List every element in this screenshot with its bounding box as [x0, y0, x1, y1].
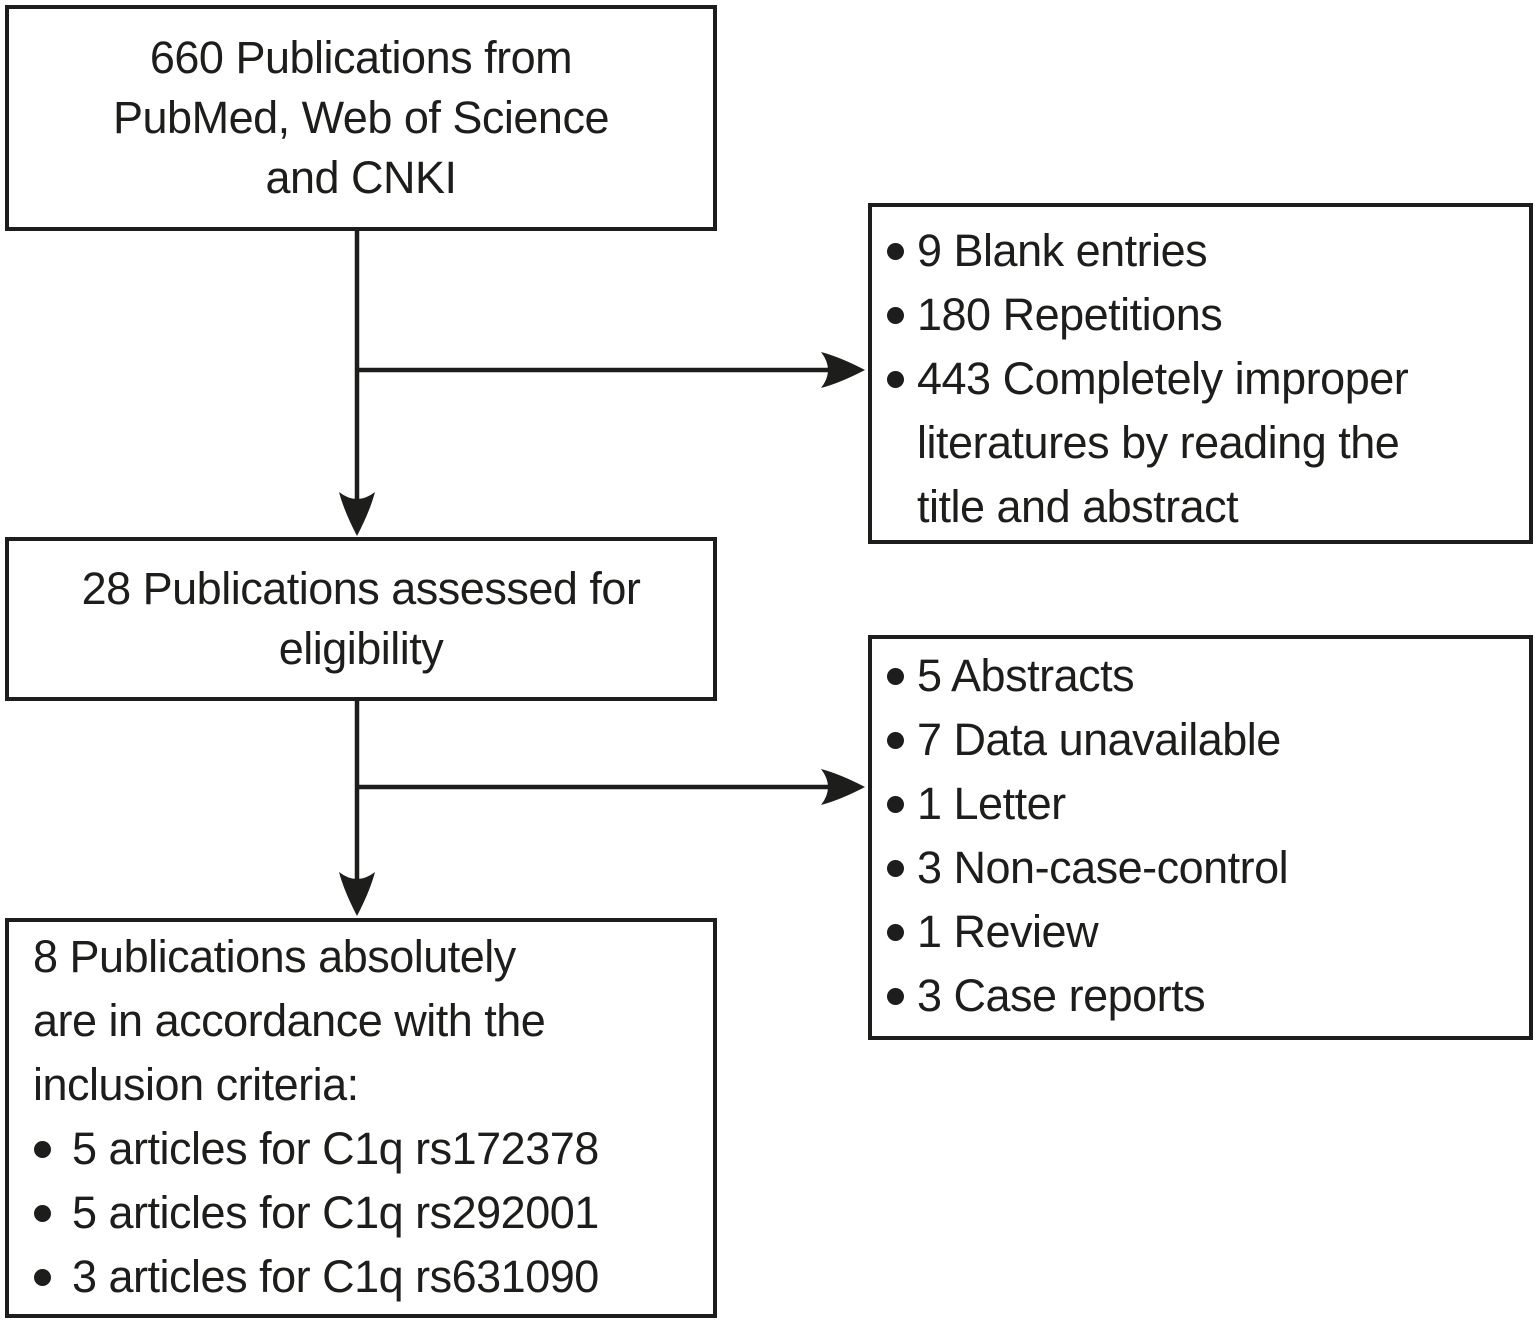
- list-item-label: 1 Review: [917, 906, 1099, 957]
- arrow-down-icon: [339, 492, 375, 536]
- list-item-label: 5 Abstracts: [917, 650, 1135, 701]
- list-item-label: 3 Case reports: [917, 970, 1206, 1021]
- list-item-label: 3 articles for C1q rs631090: [72, 1251, 599, 1302]
- list-item: 3 Case reports: [872, 964, 1523, 1028]
- list-item-label: 9 Blank entries: [917, 225, 1208, 276]
- list-item-label: 443 Completely improper literatures by r…: [917, 353, 1409, 532]
- list-item-label: 1 Letter: [917, 778, 1066, 829]
- list-item: 3 Non-case-control: [872, 836, 1523, 900]
- bullet-icon: [887, 371, 904, 388]
- box-source-line: PubMed, Web of Science: [113, 92, 609, 143]
- list-item: 180 Repetitions: [872, 283, 1523, 347]
- bullet-icon: [887, 732, 904, 749]
- excluded-initial-list: 9 Blank entries 180 Repetitions 443 Comp…: [872, 219, 1523, 539]
- list-item-label: 3 Non-case-control: [917, 842, 1289, 893]
- list-item-label: 5 articles for C1q rs172378: [72, 1123, 599, 1174]
- included-intro-line: 8 Publications absolutely: [33, 931, 516, 982]
- box-source-line: and CNKI: [265, 152, 457, 203]
- arrow-right-icon: [821, 769, 865, 805]
- bullet-icon: [887, 924, 904, 941]
- bullet-icon: [887, 668, 904, 685]
- list-item: 1 Letter: [872, 772, 1523, 836]
- list-item: 7 Data unavailable: [872, 708, 1523, 772]
- list-item-label: 7 Data unavailable: [917, 714, 1281, 765]
- list-item: 3 articles for C1q rs631090: [33, 1245, 705, 1309]
- box-assessed-line: eligibility: [278, 623, 444, 674]
- list-item: 5 articles for C1q rs292001: [33, 1181, 705, 1245]
- box-excluded-eligibility: 5 Abstracts 7 Data unavailable 1 Letter …: [868, 635, 1533, 1040]
- box-assessed-eligibility: 28 Publications assessed for eligibility: [5, 537, 717, 701]
- list-item-label: 5 articles for C1q rs292001: [72, 1187, 599, 1238]
- bullet-icon: [34, 1205, 51, 1222]
- excluded-eligibility-list: 5 Abstracts 7 Data unavailable 1 Letter …: [872, 644, 1523, 1028]
- list-item: 5 articles for C1q rs172378: [33, 1117, 705, 1181]
- list-item: 1 Review: [872, 900, 1523, 964]
- included-intro-line: inclusion criteria:: [33, 1059, 359, 1110]
- arrow-down-icon: [339, 872, 375, 916]
- box-assessed-line: 28 Publications assessed for: [81, 563, 641, 614]
- box-included-publications: 8 Publications absolutely are in accorda…: [5, 918, 717, 1318]
- bullet-icon: [887, 243, 904, 260]
- bullet-icon: [34, 1269, 51, 1286]
- bullet-icon: [887, 307, 904, 324]
- included-articles-list: 5 articles for C1q rs172378 5 articles f…: [33, 1117, 705, 1309]
- box-excluded-initial: 9 Blank entries 180 Repetitions 443 Comp…: [868, 203, 1533, 544]
- list-item: 5 Abstracts: [872, 644, 1523, 708]
- list-item-label: 180 Repetitions: [917, 289, 1223, 340]
- box-source-line: 660 Publications from: [149, 32, 573, 83]
- bullet-icon: [887, 988, 904, 1005]
- box-source-publications: 660 Publications from PubMed, Web of Sci…: [5, 5, 717, 231]
- arrow-right-icon: [821, 352, 865, 388]
- bullet-icon: [34, 1141, 51, 1158]
- list-item: 443 Completely improper literatures by r…: [872, 347, 1523, 539]
- list-item: 9 Blank entries: [872, 219, 1523, 283]
- bullet-icon: [887, 860, 904, 877]
- included-intro-line: are in accordance with the: [33, 995, 546, 1046]
- bullet-icon: [887, 796, 904, 813]
